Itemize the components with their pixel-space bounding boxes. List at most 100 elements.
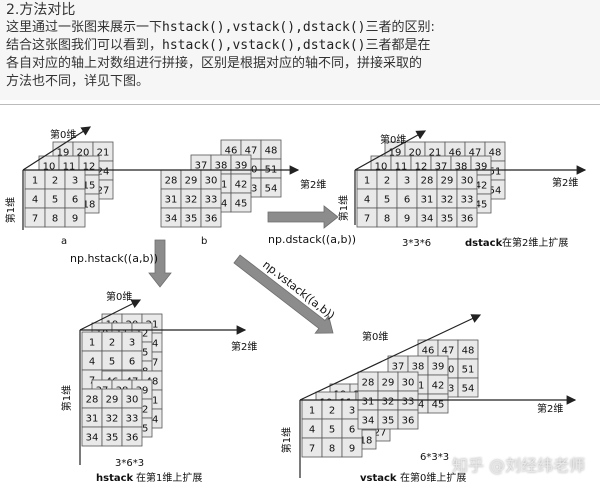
cell-value: 45 [432,400,445,411]
cell-value: 28 [165,176,178,187]
axis0-label: 第0维 [50,128,76,141]
cell-value: 2 [384,176,390,187]
cell-value: 9 [349,444,355,455]
cell-value: 32 [382,397,395,408]
intro-line-3: 各自对应的轴上对数组进行拼接，区别是根据对应的轴不同，拼接采取的 [6,56,423,71]
axes-vstack [299,314,577,478]
cell-value: 31 [165,195,178,206]
cell-value: 33 [461,195,474,206]
cell-value: 10 [43,162,56,173]
cell-value: 8 [329,444,335,455]
axis-dim0 [79,299,142,331]
cell-value: 36 [402,416,415,427]
intro-line-2-code: hstack(),vstack(),dstack() [162,38,366,53]
cell-value: 34 [165,214,178,225]
dstack-axis0-label: 第0维 [380,133,406,146]
hstack-axis2-label: 第2维 [231,340,257,353]
grid-cell [457,377,479,398]
cell-value: 30 [205,176,218,187]
cell-value: 5 [329,425,335,436]
dstack-caption-bold: dstack [465,238,503,249]
cell-value: 42 [235,180,248,191]
cell-value: 2 [109,338,115,349]
label-a: a [61,236,67,247]
intro-line-1-pre: 这里通过一张图来展示一下 [6,20,163,35]
cell-value: 24 [97,167,110,178]
cell-value: 4 [364,195,370,206]
cell-value: 39 [432,362,445,373]
cell-value: 9 [72,214,78,225]
cell-value: 30 [126,395,139,406]
axis-dim0 [22,126,92,171]
intro-line-2: 结合这张图我们可以看到，hstack(),vstack(),dstack()三者… [6,38,431,54]
cell-value: 7 [309,444,315,455]
cell-value: 15 [83,181,96,192]
hstack-shape: 3*6*3 [115,458,144,469]
dstack-caption-rest: 在第2维上扩展 [502,236,568,249]
cell-value: 4 [89,357,95,368]
cell-value: 36 [205,214,218,225]
cell-value: 38 [455,162,468,173]
cell-value: 1 [309,406,315,417]
cell-value: 28 [362,378,375,389]
cell-value: 5 [52,195,58,206]
vstack-axis2-label: 第2维 [537,402,563,415]
intro-line-2-pre: 结合这张图我们可以看到， [6,38,163,53]
cell-value: 42 [432,381,445,392]
watermark: 知乎 @刘经纬老师 [452,456,586,475]
cell-value: 48 [489,148,502,159]
cell-value: 47 [245,146,258,157]
cell-value: 20 [77,148,90,159]
cell-value: 29 [185,176,198,187]
axis-dim0 [299,314,482,401]
cell-value: 34 [362,416,375,427]
cell-value: 35 [106,433,119,444]
cell-value: 2 [52,176,58,187]
cube-layer: 1920212223242526271011121314151617181234… [24,139,506,458]
axes-hstack [79,299,247,465]
cell-value: 11 [63,162,76,173]
cell-value: 8 [384,214,390,225]
cell-value: 4 [309,425,315,436]
axes-dstack [354,130,587,225]
cell-value: 31 [362,397,375,408]
cell-value: 5 [384,195,390,206]
cell-value: 46 [225,146,238,157]
vstack-axis1-label: 第1维 [280,427,293,453]
arrows-layer [148,205,339,334]
cell-value: 48 [265,146,278,157]
cell-value: 19 [57,148,70,159]
cell-value: 37 [435,162,448,173]
cell-value: 18 [83,200,96,211]
cell-value: 30 [402,378,415,389]
cell-value: 21 [97,148,110,159]
grid-cell [260,177,282,198]
cell-value: 21 [429,148,442,159]
cell-value: 12 [415,162,428,173]
cell-value: 36 [461,214,474,225]
cell-value: 9 [404,214,410,225]
axis2-label: 第2维 [300,178,326,191]
cell-value: 8 [52,214,58,225]
cell-value: 31 [421,195,434,206]
cell-value: 28 [421,176,434,187]
grid-cell [456,207,478,228]
cell-value: 32 [185,195,198,206]
vstack-caption-bold: vstack [360,473,397,484]
dstack-axis1-label: 第1维 [337,195,350,221]
cell-value: 54 [265,184,278,195]
dstack-shape: 3*3*6 [402,238,431,249]
dstack-axis2-label: 第2维 [552,176,578,189]
hstack-caption-rest: 在第1维上扩展 [136,471,202,484]
intro-line-1-post: 三者的区别: [365,20,435,35]
cell-value: 27 [97,186,110,197]
cell-value: 4 [32,195,38,206]
grid-cell [341,437,363,458]
cell-value: 5 [109,357,115,368]
cell-value: 28 [86,395,99,406]
